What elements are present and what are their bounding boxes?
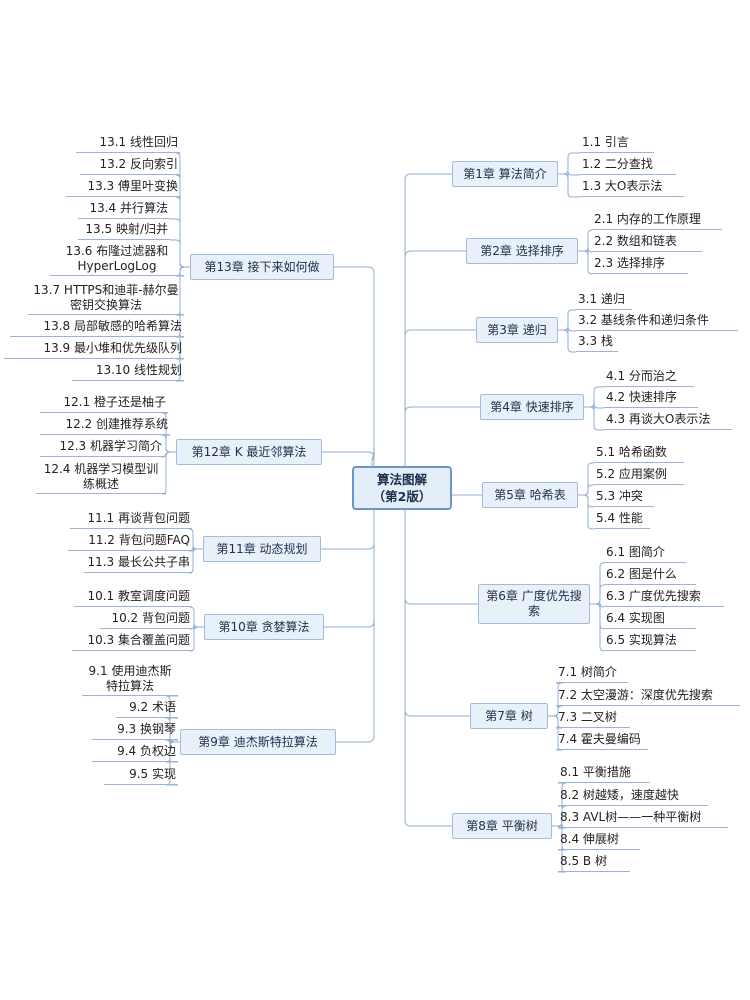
topic-4-1[interactable]: 4.1 分而治之 [604, 367, 694, 387]
topic-11-2[interactable]: 11.2 背包问题FAQ [68, 531, 192, 551]
chapter-node-9[interactable]: 第9章 迪杰斯特拉算法 [180, 729, 336, 755]
topic-7-4[interactable]: 7.4 霍夫曼编码 [556, 730, 648, 750]
topic-9-4[interactable]: 9.4 负权边 [92, 742, 178, 762]
topic-6-3[interactable]: 6.3 广度优先搜索 [604, 587, 724, 607]
topic-8-5[interactable]: 8.5 B 树 [558, 852, 630, 872]
branch-line-2 [396, 250, 466, 489]
leaf-line-6-1 [590, 562, 605, 605]
chapter-node-1[interactable]: 第1章 算法简介 [452, 161, 558, 187]
topic-13-8[interactable]: 13.8 局部敏感的哈希算法 [10, 317, 184, 337]
topic-12-1[interactable]: 12.1 橙子还是柚子 [40, 393, 168, 413]
topic-10-3[interactable]: 10.3 集合覆盖问题 [72, 631, 192, 651]
topic-5-4[interactable]: 5.4 性能 [594, 509, 650, 529]
topic-9-3[interactable]: 9.3 换钢琴 [92, 720, 178, 740]
topic-4-3[interactable]: 4.3 再谈大O表示法 [604, 410, 732, 430]
chapter-node-13[interactable]: 第13章 接下来如何做 [190, 254, 334, 280]
topic-3-3[interactable]: 3.3 栈 [576, 332, 618, 352]
chapter-node-11[interactable]: 第11章 动态规划 [203, 536, 321, 562]
topic-4-2[interactable]: 4.2 快速排序 [604, 388, 698, 408]
chapter-node-10[interactable]: 第10章 贪婪算法 [204, 614, 324, 640]
topic-2-2[interactable]: 2.2 数组和链表 [592, 232, 702, 252]
topic-13-1[interactable]: 13.1 线性回归 [76, 133, 180, 153]
leaf-line-6-2 [590, 584, 605, 605]
topic-2-1[interactable]: 2.1 内存的工作原理 [592, 210, 722, 230]
topic-9-1[interactable]: 9.1 使用迪杰斯特拉算法 [82, 662, 178, 696]
topic-6-1[interactable]: 6.1 图简介 [604, 543, 686, 563]
topic-2-3[interactable]: 2.3 选择排序 [592, 254, 688, 274]
leaf-line-10-3 [189, 626, 204, 652]
chapter-node-5[interactable]: 第5章 哈希表 [482, 482, 578, 508]
chapter-node-6[interactable]: 第6章 广度优先搜索 [478, 584, 590, 624]
chapter-node-8[interactable]: 第8章 平衡树 [452, 813, 552, 839]
chapter-node-7[interactable]: 第7章 树 [470, 703, 548, 729]
leaf-line-2-3 [578, 250, 593, 275]
leaf-line-5-1 [578, 462, 594, 496]
chapter-node-2[interactable]: 第2章 选择排序 [466, 238, 578, 264]
topic-10-2[interactable]: 10.2 背包问题 [100, 609, 192, 629]
topic-1-3[interactable]: 1.3 大O表示法 [580, 177, 684, 197]
topic-6-2[interactable]: 6.2 图是什么 [604, 565, 696, 585]
topic-13-10[interactable]: 13.10 线性规划 [72, 361, 184, 381]
topic-11-1[interactable]: 11.1 再谈背包问题 [70, 509, 192, 529]
topic-7-3[interactable]: 7.3 二叉树 [556, 708, 630, 728]
topic-13-3[interactable]: 13.3 傅里叶变换 [66, 177, 180, 197]
leaf-line-2-1 [578, 229, 593, 252]
topic-13-7[interactable]: 13.7 HTTPS和迪菲-赫尔曼密钥交换算法 [28, 281, 184, 315]
topic-7-1[interactable]: 7.1 树简介 [556, 663, 628, 683]
leaf-line-12-2 [161, 434, 176, 453]
leaf-line-3-3 [558, 329, 576, 353]
topic-8-2[interactable]: 8.2 树越矮，速度越快 [558, 786, 708, 806]
topic-11-3[interactable]: 11.3 最长公共子串 [84, 553, 192, 573]
leaf-line-6-4 [590, 603, 605, 630]
leaf-line-5-2 [578, 484, 594, 496]
branch-line-8 [396, 487, 452, 827]
topic-13-9[interactable]: 13.9 最小堆和优先级队列 [4, 339, 184, 359]
topic-12-3[interactable]: 12.3 机器学习简介 [40, 437, 164, 457]
leaf-line-10-1 [189, 606, 204, 628]
topic-5-1[interactable]: 5.1 哈希函数 [594, 443, 684, 463]
chapter-node-12[interactable]: 第12章 K 最近邻算法 [176, 439, 322, 465]
topic-8-1[interactable]: 8.1 平衡措施 [558, 763, 650, 783]
branch-line-12 [322, 449, 375, 466]
branch-line-3 [396, 329, 476, 489]
topic-9-2[interactable]: 9.2 术语 [116, 698, 178, 718]
leaf-line-3-1 [558, 309, 576, 331]
topic-12-4[interactable]: 12.4 机器学习模型训练概述 [36, 460, 166, 494]
topic-3-2[interactable]: 3.2 基线条件和递归条件 [576, 311, 738, 331]
leaf-line-10-2 [189, 624, 204, 632]
leaf-line-4-3 [584, 406, 604, 431]
leaf-line-12-3 [161, 451, 176, 458]
topic-12-2[interactable]: 12.2 创建推荐系统 [40, 415, 170, 435]
topic-6-5[interactable]: 6.5 实现算法 [604, 631, 696, 651]
leaf-line-5-4 [578, 494, 594, 530]
chapter-node-3[interactable]: 第3章 递归 [476, 317, 558, 343]
topic-7-2[interactable]: 7.2 太空漫游：深度优先搜索 [556, 686, 740, 706]
topic-1-1[interactable]: 1.1 引言 [580, 133, 654, 153]
branch-line-13 [334, 266, 375, 466]
leaf-line-1-3 [558, 173, 580, 198]
topic-1-2[interactable]: 1.2 二分查找 [580, 155, 676, 175]
chapter-node-4[interactable]: 第4章 快速排序 [480, 394, 584, 420]
topic-6-4[interactable]: 6.4 实现图 [604, 609, 696, 629]
leaf-line-6-5 [590, 603, 605, 652]
branch-line-7 [396, 487, 470, 717]
topic-13-2[interactable]: 13.2 反向索引 [80, 155, 180, 175]
topic-10-1[interactable]: 10.1 教室调度问题 [74, 587, 192, 607]
topic-5-2[interactable]: 5.2 应用案例 [594, 465, 684, 485]
topic-9-5[interactable]: 9.5 实现 [104, 765, 178, 785]
topic-13-4[interactable]: 13.4 并行算法 [78, 199, 170, 219]
root-node[interactable]: 算法图解 （第2版） [352, 466, 452, 510]
leaf-line-5-3 [578, 494, 594, 508]
leaf-line-1-1 [558, 152, 580, 175]
topic-8-4[interactable]: 8.4 伸展树 [558, 830, 640, 850]
topic-3-1[interactable]: 3.1 递归 [576, 290, 632, 310]
topic-5-3[interactable]: 5.3 冲突 [594, 487, 654, 507]
topic-13-5[interactable]: 13.5 映射/归并 [78, 220, 170, 240]
topic-13-6[interactable]: 13.6 布隆过滤器和HyperLogLog [50, 242, 184, 276]
topic-8-3[interactable]: 8.3 AVL树——一种平衡树 [558, 808, 728, 828]
